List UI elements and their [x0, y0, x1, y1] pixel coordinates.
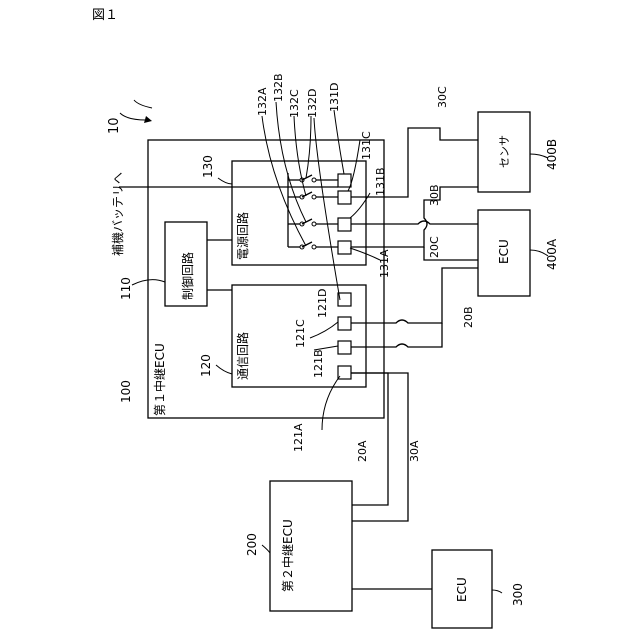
leader-300 [492, 590, 502, 593]
power-port-131b-label: 131B [374, 167, 387, 196]
ecu-400a-ref: 400A [545, 238, 559, 270]
ecu-300-ref: 300 [511, 583, 525, 606]
sensor-400b-label: センサ [498, 135, 511, 168]
power-circuit-label: 電源回路 [235, 212, 250, 260]
comm-port-121d-label: 121D [316, 289, 329, 318]
control-circuit-label: 制御回路 [180, 252, 195, 300]
line-20b-label: 20B [462, 306, 475, 328]
comm-port-121b-label: 121B [312, 349, 325, 378]
arrow-10-head [144, 116, 152, 123]
control-circuit-ref: 110 [119, 277, 133, 300]
power-port-131c-label: 131C [360, 131, 373, 160]
comm-circuit-ref: 120 [199, 354, 213, 377]
ecu-300-label: ECU [455, 577, 469, 602]
switch-132d-label: 132D [306, 89, 319, 118]
second-ecu-label: 第２中継ECU [280, 519, 295, 592]
power-port-131b [338, 218, 351, 231]
line-20a-label: 20A [356, 440, 369, 462]
comm-port-121a [338, 366, 351, 379]
first-ecu-label: 第１中継ECU [152, 343, 167, 416]
leader-10 [134, 100, 152, 108]
line-30b-label: 30B [428, 184, 441, 206]
comm-port-121c [338, 317, 351, 330]
second-ecu-ref: 200 [245, 533, 259, 556]
power-port-131a [338, 241, 351, 254]
switch-132b-label: 132B [272, 73, 285, 102]
line-30c-label: 30C [436, 86, 449, 108]
reference-10: 10 [107, 117, 122, 134]
ecu-400a-label: ECU [497, 239, 511, 264]
power-port-131d [338, 174, 351, 187]
power-port-131d-label: 131D [328, 83, 341, 112]
leader-200 [262, 545, 270, 553]
switch-132a-label: 132A [256, 87, 269, 116]
comm-port-121a-label: 121A [292, 423, 305, 452]
comm-port-121c-label: 121C [294, 319, 307, 348]
aux-battery-label: 補機バッテリへ [110, 172, 125, 256]
line-30a-label: 30A [408, 440, 421, 462]
power-port-131a-label: 131A [378, 249, 391, 278]
power-port-131c [338, 191, 351, 204]
comm-port-121b [338, 341, 351, 354]
power-circuit-ref: 130 [201, 155, 215, 178]
arrow-10 [120, 113, 146, 120]
line-20c-label: 20C [428, 236, 441, 258]
sensor-400b-ref: 400B [545, 139, 559, 170]
switch-132c-label: 132C [288, 89, 301, 118]
first-ecu-ref: 100 [119, 380, 133, 403]
comm-circuit-label: 通信回路 [235, 332, 250, 380]
